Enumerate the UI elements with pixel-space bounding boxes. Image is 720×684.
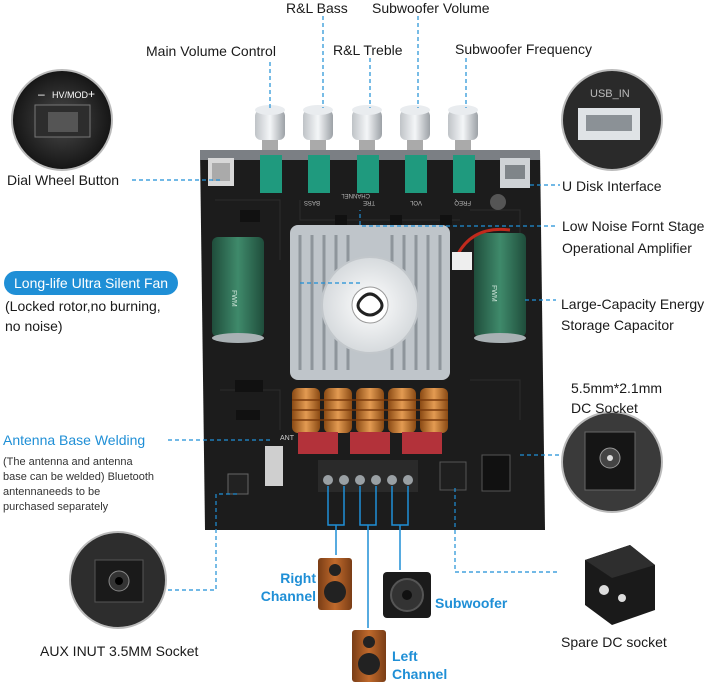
capacitor-left: FWM <box>212 237 264 343</box>
label-subwoofer-volume: Subwoofer Volume <box>372 0 490 16</box>
label-rl-bass: R&L Bass <box>286 0 348 16</box>
spare-dc-on-board[interactable] <box>439 461 467 491</box>
label-dial-wheel: Dial Wheel Button <box>7 172 120 188</box>
zoom-dial-plus: + <box>88 87 95 101</box>
knob-subwoofer-frequency[interactable] <box>448 105 478 193</box>
label-antenna-note-1: (The antenna and antenna <box>3 456 133 468</box>
knob-rl-bass[interactable] <box>303 105 333 193</box>
small-components <box>235 210 452 420</box>
knob-subwoofer-volume[interactable] <box>400 105 430 193</box>
knob-main-volume[interactable] <box>255 105 285 193</box>
label-antenna-note-4: purchased separately <box>3 501 109 513</box>
label-opamp-line2: Operational Amplifier <box>562 240 692 256</box>
zoom-spare-dc <box>585 545 655 625</box>
antenna-pad <box>265 446 283 486</box>
label-opamp-line1: Low Noise Fornt Stage <box>562 218 705 234</box>
aux-jack-on-board[interactable] <box>227 473 249 495</box>
label-capacitor-line1: Large-Capacity Energy <box>561 296 705 312</box>
zoom-usb-label: USB_IN <box>590 88 630 100</box>
film-capacitors <box>298 432 442 454</box>
label-main-volume: Main Volume Control <box>146 43 276 59</box>
capacitor-right: FWM <box>474 233 526 343</box>
speaker-terminals[interactable] <box>318 460 418 492</box>
label-subwoofer: Subwoofer <box>435 595 508 611</box>
callout-lines <box>132 16 560 591</box>
zoom-usb: USB_IN <box>561 69 663 171</box>
silk-ant: ANT <box>280 435 295 442</box>
label-antenna: Antenna Base Welding <box>3 432 146 448</box>
silk-treble: TRE <box>363 199 375 205</box>
left-channel-speaker-icon <box>352 630 386 682</box>
subwoofer-speaker-icon <box>383 572 431 618</box>
right-channel-speaker-icon <box>318 558 352 610</box>
label-antenna-note-2: base can be welded) Bluetooth <box>3 471 155 483</box>
capacitor-right-mark: FWM <box>490 285 497 302</box>
label-right-channel-1: Right <box>280 570 316 586</box>
zoom-aux <box>69 531 167 629</box>
label-rl-treble: R&L Treble <box>333 42 403 58</box>
knob-rl-treble[interactable] <box>352 105 382 193</box>
label-left-channel-1: Left <box>392 648 418 664</box>
silk-bass: BASS <box>304 199 320 205</box>
label-capacitor-line2: Storage Capacitor <box>561 317 674 333</box>
label-fan-note-1: (Locked rotor,no burning, <box>5 298 161 314</box>
label-subwoofer-frequency: Subwoofer Frequency <box>455 41 592 57</box>
small-electrolytic <box>490 194 506 210</box>
silk-freq: FREQ <box>454 199 471 205</box>
zoom-dial-wheel: HV/MOD – + <box>11 69 113 171</box>
dc-socket-on-board[interactable] <box>481 454 511 492</box>
label-dc-line2: DC Socket <box>571 400 638 416</box>
silk-vol: VOL <box>409 199 422 205</box>
usb-port-on-board[interactable] <box>500 158 530 188</box>
fan-connector <box>452 252 472 270</box>
speaker-wiring <box>327 486 409 628</box>
label-fan-note-2: no noise) <box>5 318 63 334</box>
label-u-disk: U Disk Interface <box>562 178 662 194</box>
label-fan: Long-life Ultra Silent Fan <box>4 271 179 295</box>
label-aux: AUX INUT 3.5MM Socket <box>40 643 199 659</box>
inductor-coils <box>292 388 448 433</box>
label-spare-dc: Spare DC socket <box>561 634 667 650</box>
zoom-dc-socket <box>561 411 663 513</box>
capacitor-left-mark: FWM <box>230 290 237 307</box>
label-right-channel-2: Channel <box>260 588 316 604</box>
fan-icon <box>321 256 419 354</box>
zoom-dial-hvmod: HV/MOD <box>52 90 89 100</box>
zoom-dial-minus: – <box>38 87 45 101</box>
dial-wheel-on-board[interactable] <box>208 158 234 186</box>
silk-channel: CHANNEL <box>341 192 370 198</box>
label-dc-line1: 5.5mm*2.1mm <box>571 380 663 396</box>
label-left-channel-2: Channel <box>392 666 448 682</box>
label-antenna-note-3: antennaneeds to be <box>3 486 101 498</box>
